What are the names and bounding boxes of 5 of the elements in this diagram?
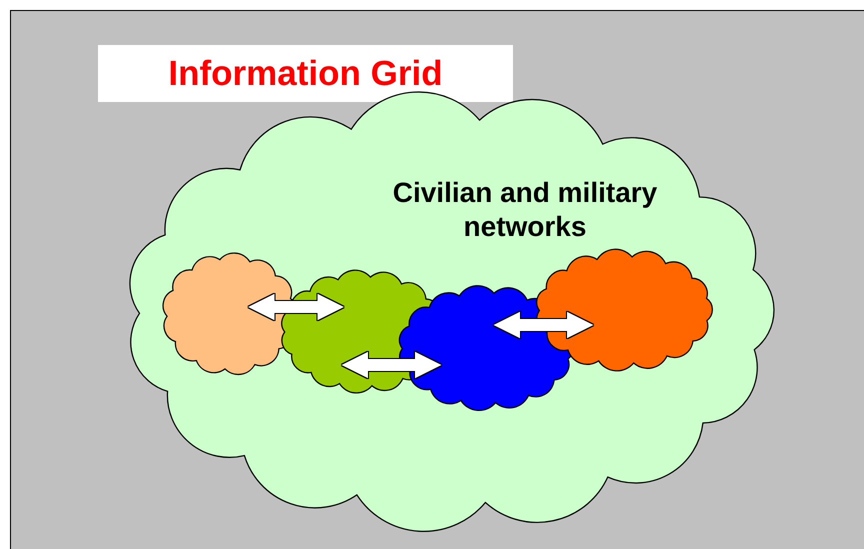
double-arrow <box>494 312 594 338</box>
double-arrow <box>342 352 442 378</box>
double-arrow <box>248 294 344 320</box>
title: Information Grid <box>98 45 513 102</box>
cloud-label: Civilian and military networks <box>392 176 658 244</box>
